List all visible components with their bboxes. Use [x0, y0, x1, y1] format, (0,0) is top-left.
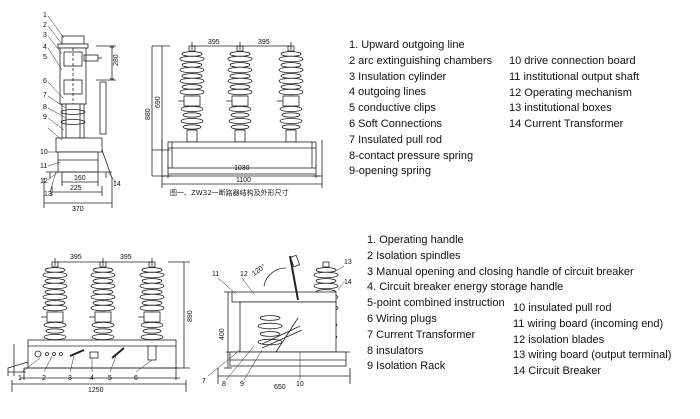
callout-14: 14 — [113, 181, 121, 188]
dim-395-a: 395 — [208, 39, 220, 46]
legend-item: 4 outgoing lines — [349, 86, 427, 99]
figure-caption: 图一、ZW32一断路器结构及外形尺寸 — [170, 188, 289, 197]
callout-8: 8 — [43, 104, 47, 111]
legend-item: 3 Insulation cylinder — [349, 70, 447, 83]
legend-item: 14 Circuit Breaker — [513, 365, 602, 378]
legend-item: 1. Upward outgoing line — [349, 39, 465, 51]
legend-item: 11 institutional output shaft — [509, 70, 640, 83]
legend-item: 5-point combined instruction — [367, 297, 505, 310]
dim-1250: 1250 — [88, 387, 104, 394]
callout-4: 4 — [43, 44, 47, 51]
legend-item: 13 wiring board (output terminal) — [513, 349, 672, 362]
dim-1030: 1030 — [234, 165, 250, 172]
callout-b1: 1 — [18, 375, 22, 382]
callout-b11: 11 — [212, 271, 219, 278]
callout-11: 11 — [40, 163, 47, 170]
callout-6: 6 — [43, 78, 47, 85]
legend-item: 12 Operating mechanism — [509, 86, 632, 99]
dim-400: 400 — [219, 328, 226, 340]
front-view-top — [151, 42, 323, 188]
legend-item: 1. Operating handle — [367, 234, 464, 246]
callout-3: 3 — [43, 32, 47, 39]
legend-item: 6 Wiring plugs — [367, 312, 437, 325]
legend-item: 7 Insulated pull rod — [349, 133, 442, 146]
callout-b2: 2 — [42, 375, 46, 382]
legend-bottom-left: 1. Operating handle 2 Isolation spindles… — [367, 233, 634, 375]
dim-280: 280 — [113, 54, 120, 66]
callout-12: 12 — [40, 178, 48, 185]
dim-880: 880 — [145, 108, 152, 120]
legend-item: 3 Manual opening and closing handle of c… — [367, 265, 634, 278]
dim-120-angle: 120° — [251, 263, 268, 278]
dim-650: 650 — [274, 384, 286, 391]
legend-bottom-right: 10 insulated pull rod 11 wiring board (i… — [513, 301, 671, 380]
callout-b14: 14 — [344, 279, 352, 286]
legend-item: 7 Current Transformer — [367, 328, 476, 341]
legend-item: 8 insulators — [367, 344, 424, 357]
legend-item: 4. Circuit breaker energy storage handle — [367, 281, 564, 294]
callout-10: 10 — [40, 149, 48, 156]
legend-item: 2 Isolation spindles — [367, 249, 461, 262]
dim-1100: 1100 — [236, 177, 251, 184]
callout-b13: 13 — [344, 259, 352, 266]
legend-item: 2 arc extinguishing chambers — [349, 54, 493, 67]
legend-item: 10 drive connection board — [509, 55, 636, 67]
callout-b7: 7 — [202, 378, 206, 385]
callout-b6: 6 — [134, 375, 138, 382]
legend-item: 14 Current Transformer — [509, 118, 624, 131]
dim-395-d: 395 — [120, 254, 132, 261]
callout-13: 13 — [44, 191, 52, 198]
callout-b12: 12 — [240, 271, 248, 278]
side-view-bottom — [207, 254, 351, 384]
front-view-bottom — [7, 258, 190, 392]
callout-7: 7 — [43, 92, 47, 99]
callout-2: 2 — [43, 22, 47, 29]
legend-item: 12 isolation blades — [513, 333, 605, 346]
callout-b3: 3 — [68, 375, 72, 382]
dim-890: 890 — [187, 310, 194, 322]
legend-item: 8-contact pressure spring — [349, 149, 474, 162]
dim-395-b: 395 — [258, 39, 270, 46]
callout-b10: 10 — [296, 381, 304, 388]
dim-225: 225 — [70, 185, 82, 192]
legend-top-left: 1. Upward outgoing line 2 arc extinguish… — [349, 38, 492, 180]
legend-top-right: 10 drive connection board 11 institution… — [509, 54, 639, 133]
legend-item: 10 insulated pull rod — [513, 302, 612, 314]
callout-b4: 4 — [90, 375, 94, 382]
side-view-top — [43, 15, 117, 208]
legend-item: 9-opening spring — [349, 165, 431, 178]
legend-item: 5 conductive clips — [349, 102, 436, 115]
legend-item: 9 Isolation Rack — [367, 360, 446, 373]
dim-395-c: 395 — [70, 254, 82, 261]
callout-b9: 9 — [240, 381, 244, 388]
dim-160: 160 — [74, 175, 86, 182]
callout-5: 5 — [43, 54, 47, 61]
dim-690: 690 — [155, 96, 162, 108]
legend-item: 6 Soft Connections — [349, 117, 442, 130]
callout-1: 1 — [43, 12, 47, 19]
dim-370: 370 — [72, 206, 84, 213]
legend-item: 11 wiring board (incoming end) — [513, 317, 664, 330]
callout-b8: 8 — [222, 381, 226, 388]
callout-b5: 5 — [108, 375, 112, 382]
legend-item: 13 institutional boxes — [509, 102, 612, 115]
callout-9: 9 — [43, 114, 47, 121]
